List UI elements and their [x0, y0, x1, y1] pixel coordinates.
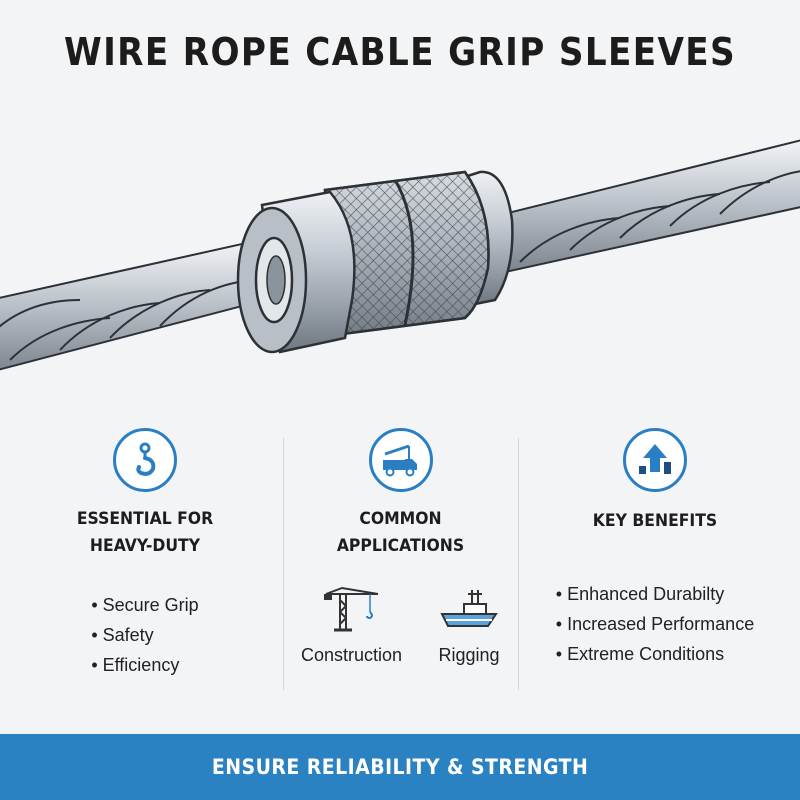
- list-item: Extreme Conditions: [556, 639, 754, 669]
- app-label: Rigging: [438, 645, 500, 665]
- tow-truck-icon: [368, 428, 433, 492]
- section-key-benefits: KEY BENEFITS Enhanced Durabilty Increase…: [530, 428, 780, 698]
- applications-list: Construction Rigging: [283, 586, 518, 666]
- footer-banner: ENSURE RELIABILITY & STRENGTH: [0, 734, 800, 800]
- application-construction: Construction: [301, 586, 402, 666]
- page-title: WIRE ROPE CABLE GRIP SLEEVES: [63, 30, 736, 74]
- crane-hook-icon: [113, 428, 177, 492]
- section-heading: ESSENTIAL FOR HEAVY-DUTY: [76, 509, 214, 556]
- app-label: Construction: [301, 645, 403, 665]
- list-item: Efficiency: [91, 650, 198, 680]
- column-divider: [518, 438, 519, 690]
- wire-rope-left: [0, 238, 267, 371]
- wire-rope-right: [498, 139, 800, 274]
- list-item: Enhanced Durabilty: [556, 579, 754, 609]
- bullet-list: Secure Grip Safety Efficiency: [91, 590, 199, 680]
- section-applications: COMMON APPLICATIONS Construction Rigging: [283, 428, 518, 698]
- column-divider: [283, 438, 284, 690]
- section-heading: COMMON APPLICATIONS: [336, 509, 465, 556]
- section-heading: KEY BENEFITS: [592, 511, 718, 531]
- tower-crane-icon: [323, 586, 378, 632]
- wire-rope-sleeve-illustration: [0, 139, 800, 371]
- footer-text: ENSURE RELIABILITY & STRENGTH: [211, 755, 589, 779]
- ship-icon: [440, 590, 498, 627]
- upward-arrow-bars-icon: [623, 428, 687, 492]
- bullet-list: Enhanced Durabilty Increased Performance…: [556, 579, 754, 669]
- list-item: Increased Performance: [556, 609, 754, 639]
- list-item: Secure Grip: [91, 590, 199, 620]
- section-heavy-duty: ESSENTIAL FOR HEAVY-DUTY Secure Grip Saf…: [20, 428, 270, 698]
- application-rigging: Rigging: [438, 586, 500, 666]
- grip-sleeve: [236, 170, 514, 354]
- list-item: Safety: [91, 620, 198, 650]
